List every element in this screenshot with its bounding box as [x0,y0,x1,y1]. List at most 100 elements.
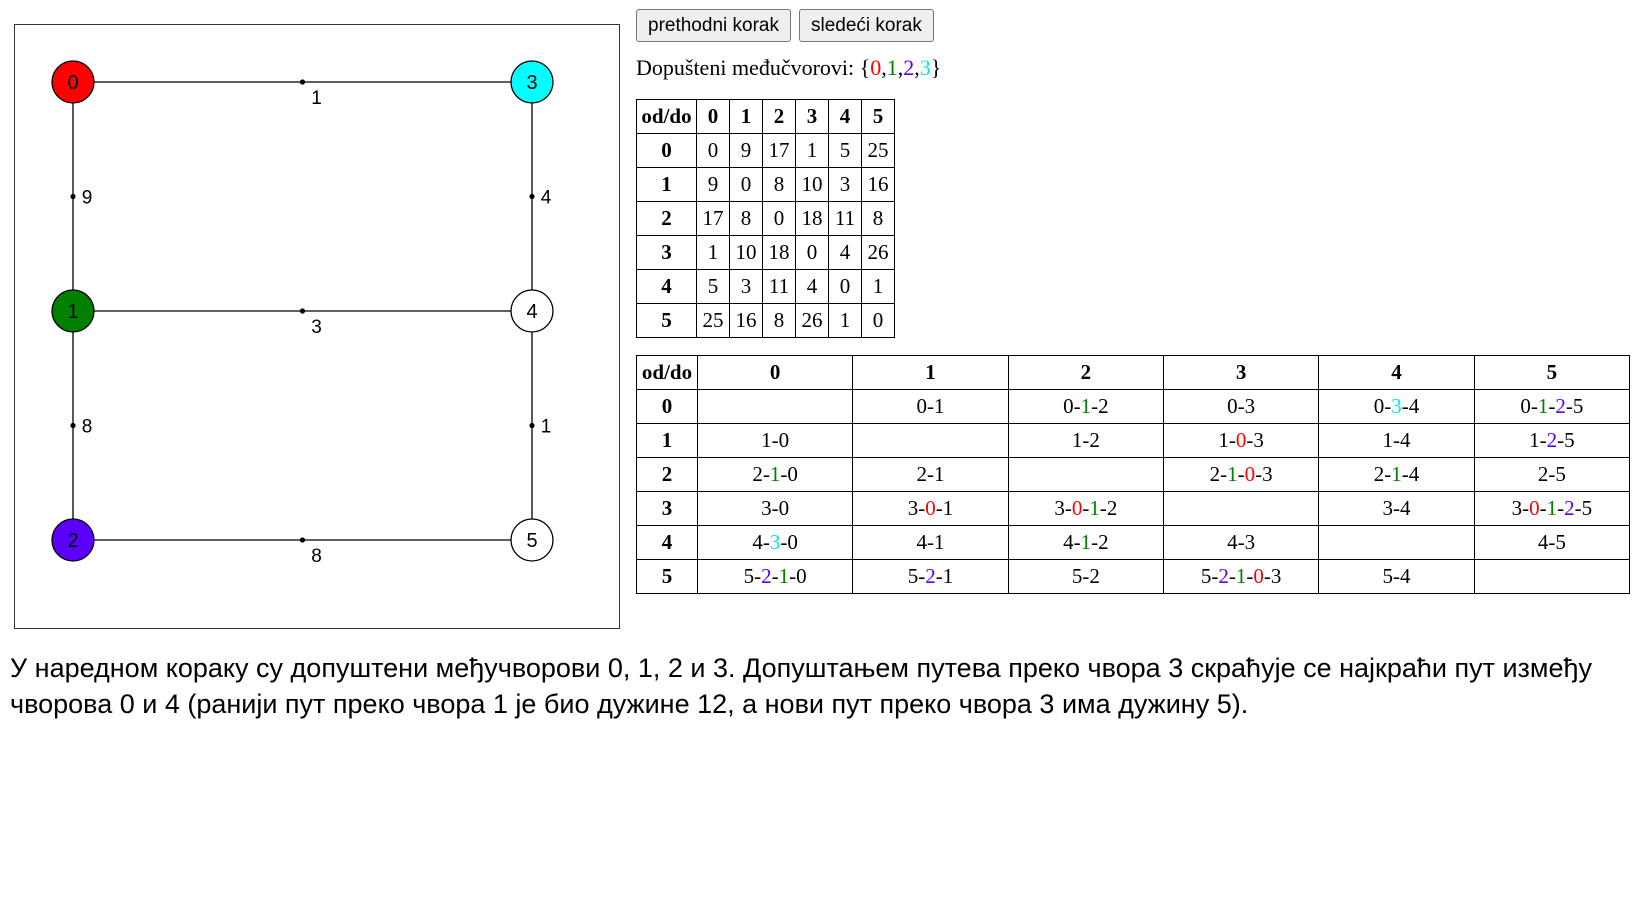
edge-midpoint-4-5 [529,422,535,429]
path-node-2: 2 [1546,428,1558,452]
path-cell: 5-2-1 [852,559,1009,594]
path-cell [696,389,854,424]
path-node-2: 2 [916,462,927,486]
previous-step-button[interactable]: prethodni korak [636,9,791,42]
distance-col-header: 4 [828,99,862,134]
path-cell [852,423,1009,458]
distance-cell: 0 [762,201,796,236]
graph-node-2 [51,518,95,562]
distance-cell: 10 [795,167,829,202]
path-cell: 3-0 [696,491,854,526]
path-node-2: 2 [1564,496,1575,520]
path-node-0: 0 [1373,394,1385,418]
graph-node-label-5: 5 [526,530,537,552]
path-node-1: 1 [1529,428,1540,452]
path-cell: 1-2-5 [1473,423,1631,458]
path-node-4: 4 [1537,530,1549,554]
distance-cell: 17 [696,201,730,236]
path-node-5: 5 [1555,462,1566,486]
path-node-1: 1 [1089,496,1100,520]
path-node-2: 2 [1089,564,1100,588]
path-node-5: 5 [1581,496,1593,520]
path-node-0: 0 [1520,394,1531,418]
path-cell [1473,559,1631,594]
distance-cell: 26 [861,235,895,270]
path-node-5: 5 [1572,394,1584,418]
path-node-2: 2 [1098,530,1109,554]
path-node-1: 1 [942,496,954,520]
path-cell: 2-1-0 [696,457,854,492]
edge-midpoint-3-4 [529,193,535,200]
graph-node-label-3: 3 [526,72,537,94]
path-cell: 3-0-1-2 [1007,491,1164,526]
path-node-2: 2 [925,564,936,588]
path-node-1: 1 [761,428,772,452]
path-node-5: 5 [907,564,919,588]
path-node-2: 2 [1089,428,1100,452]
distance-cell: 8 [861,201,895,236]
edge-midpoint-0-1 [70,193,76,200]
path-node-0: 0 [1071,496,1083,520]
edge-weight-4-5: 1 [541,417,552,438]
path-cell: 5-2-1-0 [696,559,854,594]
distance-cell: 0 [729,167,763,202]
path-node-1: 1 [778,564,790,588]
path-cell [1007,457,1164,492]
distance-cell: 1 [696,235,730,270]
path-node-0: 0 [778,428,790,452]
path-node-5: 5 [1564,428,1575,452]
distance-row-header: 0 [636,133,697,168]
edge-midpoint-0-3 [299,79,306,85]
path-cell: 0-1 [852,389,1009,424]
distance-cell: 8 [762,303,796,338]
path-cell [1162,491,1320,526]
path-cell: 2-1-0-3 [1162,457,1320,492]
path-row-header: 1 [636,423,698,458]
distance-col-header: 0 [696,99,730,134]
allowed-node-3: 3 [919,55,931,80]
next-step-button[interactable]: sledeći korak [798,9,934,42]
path-node-0: 0 [778,496,790,520]
distance-col-header: 1 [729,99,763,134]
path-node-0: 0 [796,564,807,588]
distance-cell: 4 [828,235,862,270]
path-cell: 4-1-2 [1007,525,1164,560]
path-node-1: 1 [1227,462,1238,486]
path-node-4: 4 [752,530,763,554]
path-node-1: 1 [1546,496,1558,520]
distance-row-header: 5 [636,303,697,338]
distance-cell: 1 [861,269,895,304]
path-col-header: 3 [1162,355,1320,390]
path-node-2: 2 [761,564,772,588]
distance-cell: 26 [795,303,829,338]
path-node-3: 3 [1262,462,1273,486]
distance-col-header: 3 [795,99,829,134]
path-node-1: 1 [1382,428,1393,452]
path-cell: 5-2 [1007,559,1164,594]
distance-cell: 11 [762,269,796,304]
path-cell: 4-3 [1162,525,1320,560]
allowed-nodes-set: {0,1,2,3} [859,55,942,80]
distance-cell: 18 [795,201,829,236]
path-cell: 2-1 [852,457,1009,492]
path-node-1: 1 [942,564,954,588]
edge-weight-1-4: 3 [311,317,322,338]
edge-midpoint-2-5 [299,537,306,543]
path-node-0: 0 [1253,564,1264,588]
path-node-4: 4 [1399,428,1411,452]
path-col-header: 2 [1007,355,1164,390]
path-cell: 2-1-4 [1318,457,1475,492]
path-node-5: 5 [1555,530,1566,554]
path-node-1: 1 [933,462,945,486]
path-node-3: 3 [1270,564,1282,588]
path-node-0: 0 [925,496,936,520]
graph-node-0 [51,60,95,104]
